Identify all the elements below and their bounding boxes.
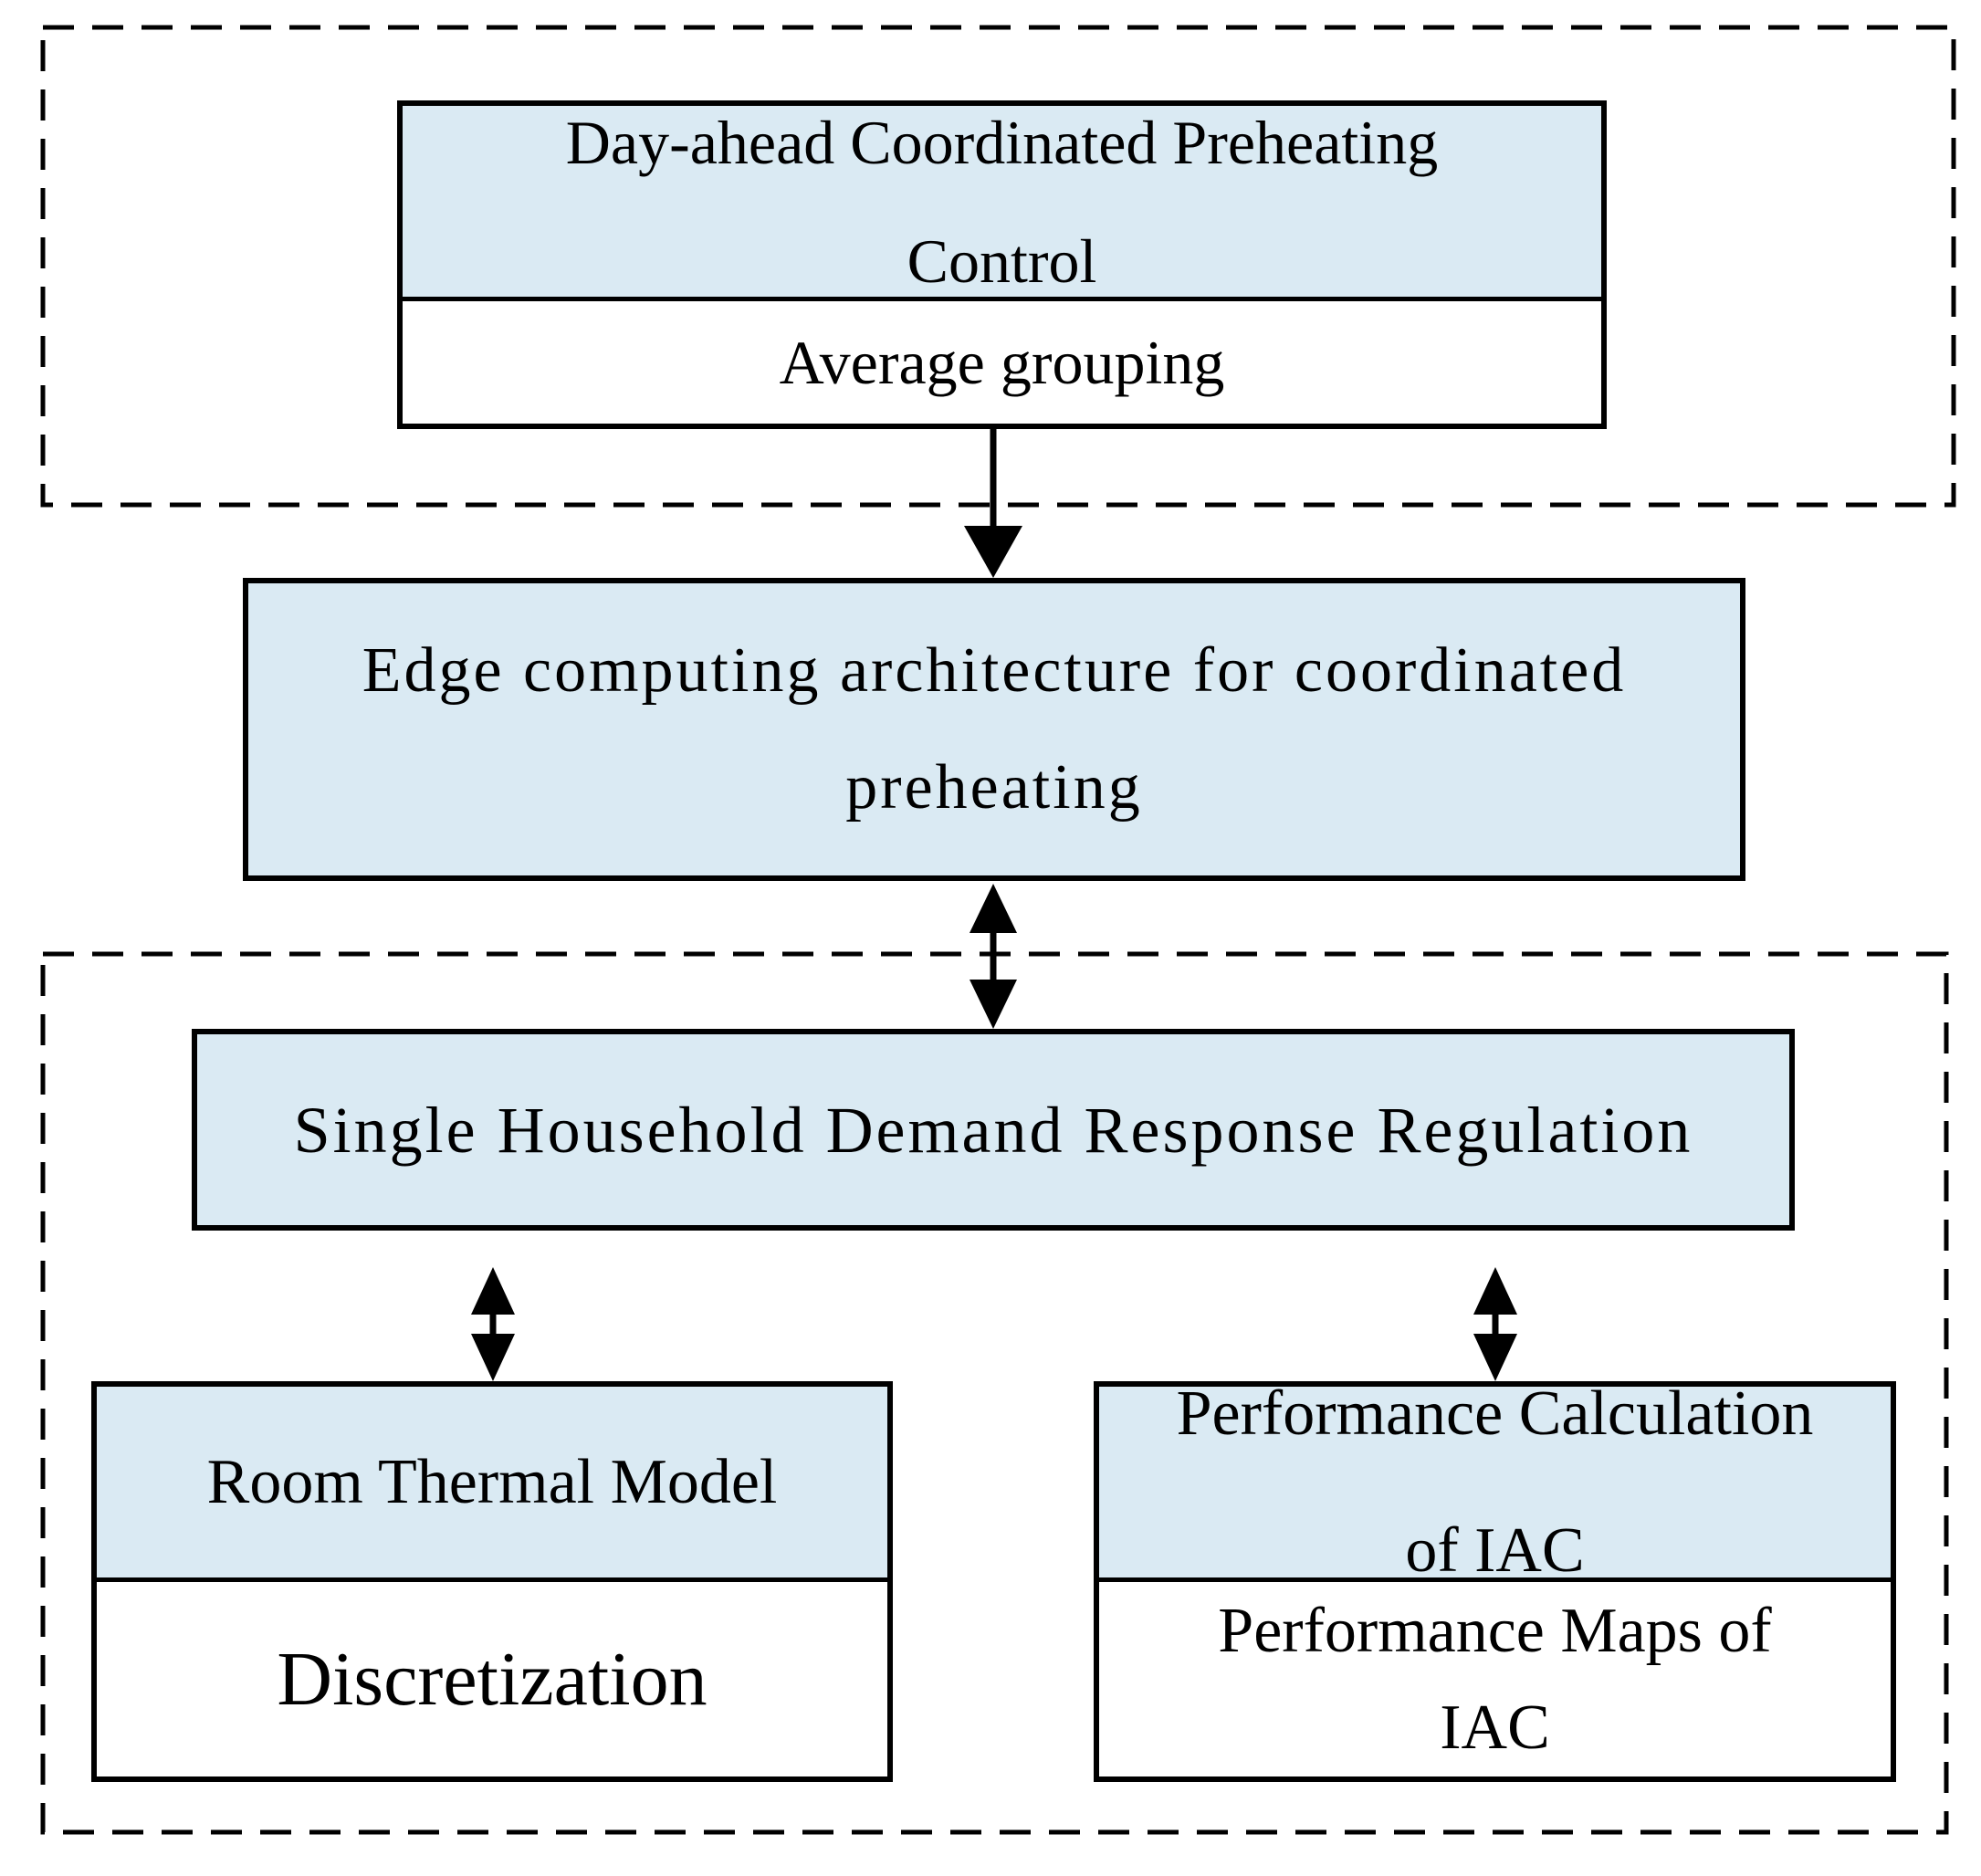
edge-computing-line1: Edge computing architecture for coordina…	[362, 635, 1627, 706]
discretization-cell: Discretization	[97, 1582, 887, 1776]
performance-calculation-line2: of IAC	[1405, 1514, 1585, 1586]
arrow-up-head	[970, 884, 1017, 933]
performance-maps-cell: Performance Maps of IAC	[1099, 1582, 1891, 1776]
room-thermal-header: Room Thermal Model	[97, 1387, 887, 1582]
performance-calculation-header: Performance Calculation of IAC	[1099, 1378, 1891, 1586]
discretization-label: Discretization	[277, 1636, 708, 1722]
double-arrow-right	[1473, 1267, 1517, 1381]
day-ahead-header-line1: Day-ahead Coordinated Preheating	[565, 107, 1439, 177]
day-ahead-control-box: Day-ahead Coordinated Preheating Control…	[397, 100, 1607, 429]
performance-maps-line1: Performance Maps of	[1218, 1595, 1772, 1666]
performance-calculation-box: Performance Calculation of IAC Performan…	[1094, 1378, 1896, 1782]
single-household-box: Single Household Demand Response Regulat…	[192, 1029, 1795, 1231]
arrow-up-head	[1473, 1267, 1517, 1315]
down-arrow	[964, 429, 1022, 578]
day-ahead-header-line2: Control	[907, 225, 1097, 296]
arrow-down-head	[1473, 1334, 1517, 1381]
double-arrow-left	[471, 1267, 515, 1381]
day-ahead-control-header: Day-ahead Coordinated Preheating Control	[403, 106, 1601, 301]
edge-computing-line2: preheating	[845, 752, 1143, 823]
top-dashed-region-border	[40, 25, 1956, 508]
performance-calculation-line1: Performance Calculation	[1176, 1378, 1814, 1449]
edge-computing-box: Edge computing architecture for coordina…	[243, 578, 1745, 881]
arrow-down-head	[964, 526, 1022, 578]
arrow-down-head	[970, 980, 1017, 1029]
room-thermal-box: Room Thermal Model Discretization	[91, 1381, 893, 1782]
arrow-up-head	[471, 1267, 515, 1315]
single-household-label: Single Household Demand Response Regulat…	[293, 1093, 1693, 1167]
room-thermal-label: Room Thermal Model	[206, 1446, 778, 1517]
average-grouping-label: Average grouping	[779, 328, 1225, 397]
average-grouping-cell: Average grouping	[403, 301, 1601, 424]
arrow-down-head	[471, 1334, 515, 1381]
performance-maps-line2: IAC	[1440, 1692, 1550, 1763]
double-arrow-center	[970, 884, 1017, 1029]
